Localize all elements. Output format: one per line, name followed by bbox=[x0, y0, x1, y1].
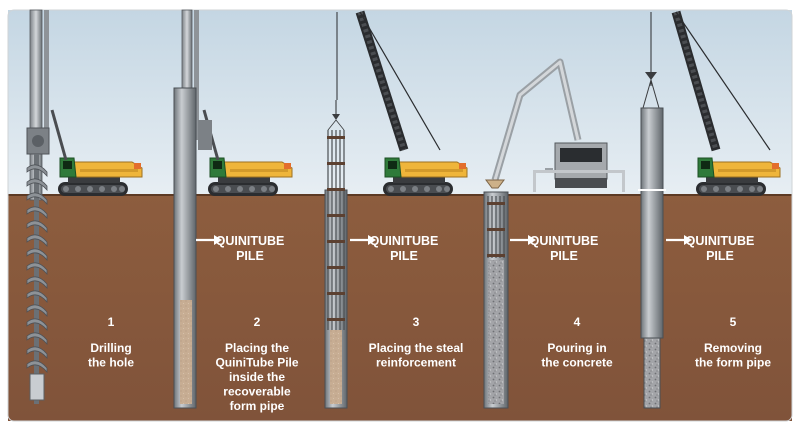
step-number: 4 bbox=[574, 315, 581, 329]
step-4-concrete-pump-truck bbox=[485, 58, 625, 192]
arrow-icon bbox=[350, 235, 376, 245]
step-description-line: form pipe bbox=[230, 399, 285, 413]
step-number: 1 bbox=[108, 315, 115, 329]
step-description-line: recoverable bbox=[223, 385, 291, 399]
step-4-reinforcement-cage bbox=[487, 196, 505, 258]
step-3-crane bbox=[336, 10, 468, 197]
step-number: 2 bbox=[254, 315, 261, 329]
step-description-line: QuiniTube Pile bbox=[215, 356, 298, 370]
step-number: 3 bbox=[413, 315, 420, 329]
step-3-reinforcement-cage bbox=[327, 100, 345, 330]
auger-flights bbox=[26, 164, 48, 374]
quinitube-pile-label: PILE bbox=[550, 249, 578, 263]
quinitube-pile-label: QUINITUBE bbox=[530, 234, 599, 248]
quinitube-pile-label: PILE bbox=[390, 249, 418, 263]
step-2-form-pipe bbox=[173, 87, 197, 409]
step-description-line: the form pipe bbox=[695, 356, 771, 370]
soil bbox=[8, 195, 792, 421]
step-5-form-pipe-and-pile bbox=[638, 107, 666, 409]
labels-layer: QUINITUBEPILEQUINITUBEPILEQUINITUBEPILEQ… bbox=[88, 234, 771, 413]
step-description-line: Removing bbox=[704, 341, 762, 355]
step-2-rig bbox=[181, 9, 293, 197]
quinitube-pile-label: QUINITUBE bbox=[370, 234, 439, 248]
step-description-line: the hole bbox=[88, 356, 134, 370]
step-description-line: Placing the bbox=[225, 341, 289, 355]
step-description-line: Placing the steal bbox=[369, 341, 464, 355]
quinitube-pile-label: PILE bbox=[706, 249, 734, 263]
step-number: 5 bbox=[730, 315, 737, 329]
step-description-line: Pouring in bbox=[547, 341, 606, 355]
arrow-icon bbox=[666, 235, 692, 245]
arrow-icon bbox=[510, 235, 536, 245]
quinitube-pile-label: QUINITUBE bbox=[216, 234, 285, 248]
step-description-line: inside the bbox=[229, 370, 285, 384]
arrow-icon bbox=[196, 235, 222, 245]
step-description-line: Drilling bbox=[90, 341, 131, 355]
quinitube-pile-label: PILE bbox=[236, 249, 264, 263]
step-5-crane bbox=[642, 10, 781, 197]
quinitube-pile-label: QUINITUBE bbox=[686, 234, 755, 248]
step-description-line: reinforcement bbox=[376, 356, 456, 370]
step-description-line: the concrete bbox=[541, 356, 613, 370]
